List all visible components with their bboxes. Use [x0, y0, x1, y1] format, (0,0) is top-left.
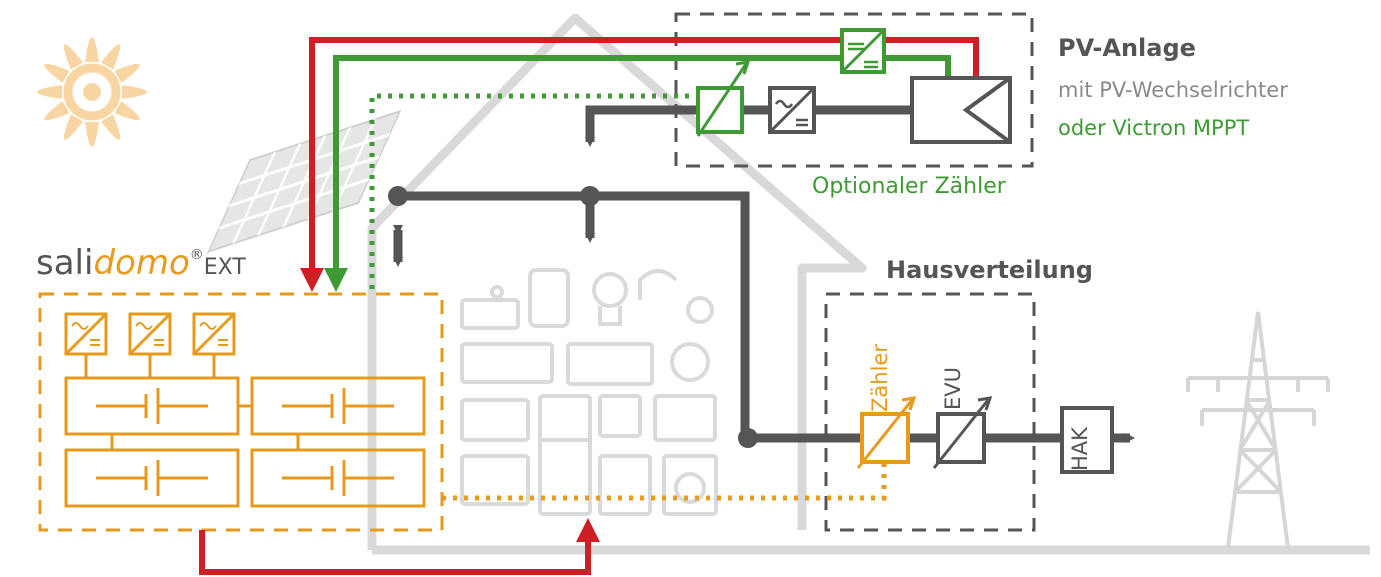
red-arrow-head	[300, 268, 324, 292]
dc-line-green	[333, 55, 951, 270]
house-outline-icon	[367, 13, 1370, 555]
brand-logo: salidomo®EXT	[36, 243, 246, 283]
evu-label: EVU	[941, 366, 965, 410]
battery-icon	[64, 376, 426, 508]
junction-node	[738, 428, 758, 448]
pv-system-box	[674, 12, 1034, 168]
dc-line-red	[309, 37, 979, 270]
pv-system-title: PV-Anlage	[1058, 34, 1196, 62]
meter-label: Zähler	[868, 344, 892, 412]
brand-suffix: EXT	[203, 255, 246, 280]
pv-system-subtitle-alt: oder Victron MPPT	[1058, 116, 1250, 140]
hak-box	[1060, 406, 1114, 474]
junction-node	[388, 186, 408, 206]
meter-icon	[856, 396, 917, 469]
junction-node	[580, 186, 600, 206]
dc-dc-converter-icon	[840, 28, 886, 74]
brand-part2: domo	[93, 243, 190, 283]
salidomo-box	[38, 292, 444, 532]
distribution-box	[824, 292, 1036, 532]
appliances-icon	[460, 268, 718, 516]
bus-top-line	[398, 191, 750, 438]
hak-label: HAK	[1068, 427, 1092, 471]
salidomo-inverters	[64, 312, 236, 378]
green-arrow-head	[324, 268, 348, 292]
inverter-icon	[768, 86, 816, 134]
ac-line-red	[199, 530, 591, 575]
pv-output-line	[585, 105, 912, 147]
brand-registered: ®	[189, 247, 204, 263]
pv-module-icon	[910, 76, 1012, 144]
evu-meter-icon	[932, 396, 993, 469]
brand-part1: sali	[36, 243, 94, 283]
power-pylon-icon	[1186, 311, 1330, 549]
sun-icon	[37, 37, 147, 147]
pv-system-subtitle: mit PV-Wechselrichter	[1058, 78, 1288, 102]
distribution-title: Hausverteilung	[886, 256, 1093, 284]
meter-icon	[696, 60, 751, 137]
optional-meter-label: Optionaler Zähler	[812, 174, 1006, 199]
orange-dotted-line	[442, 462, 887, 501]
red-arrow-head	[576, 518, 600, 542]
